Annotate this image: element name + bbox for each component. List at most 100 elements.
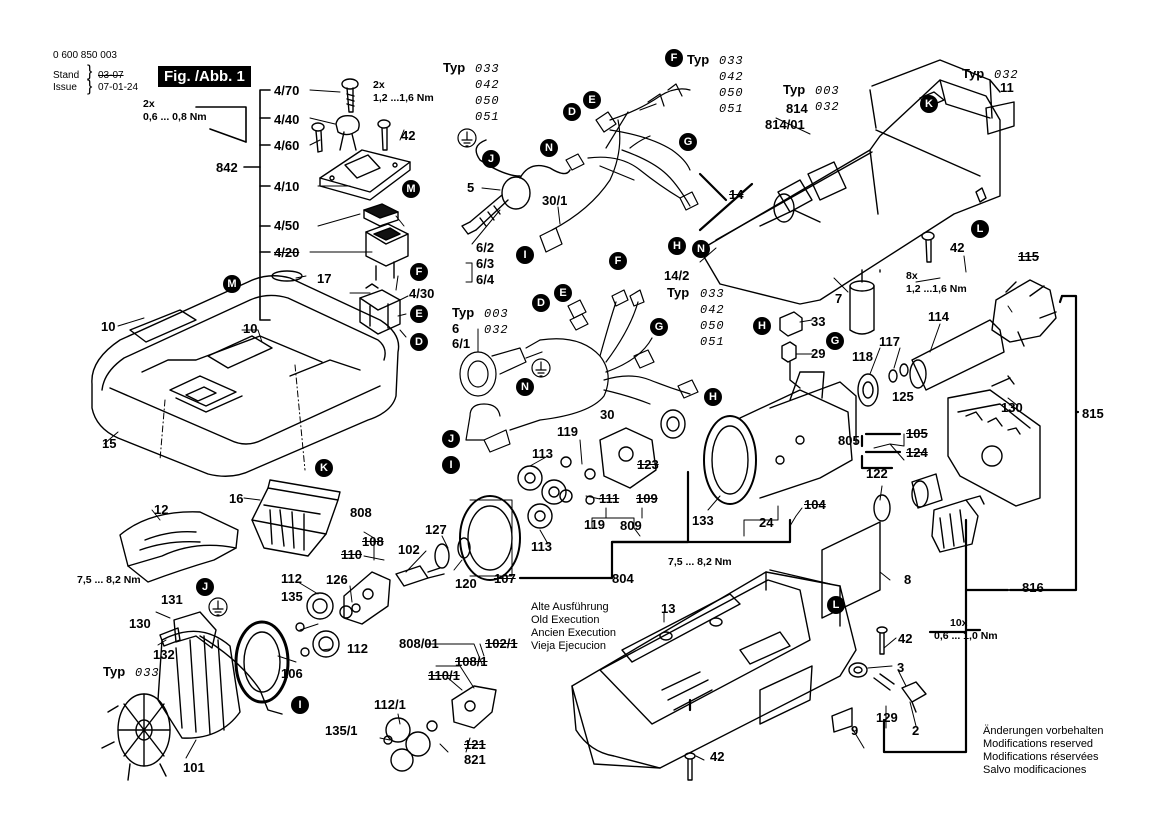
- ring-gear-107-drawing: [459, 495, 521, 581]
- marker-K-top: K: [920, 95, 938, 113]
- typ-f-1: 042: [700, 303, 725, 317]
- bracket-842: [195, 89, 271, 321]
- brace-glyph: }: [87, 63, 93, 80]
- part-13: 13: [661, 601, 676, 616]
- marker-N-right: N: [692, 240, 710, 258]
- part-119-bottom: 119: [584, 517, 605, 532]
- part-124: 124: [906, 445, 928, 460]
- lower-housing-13-drawing: [571, 569, 857, 769]
- part-102: 102: [398, 542, 420, 557]
- part-11: 11: [1000, 80, 1014, 95]
- torque-4-value: 7,5 ... 8,2 Nm: [668, 556, 732, 568]
- fan-rotor-drawing: [909, 279, 1057, 391]
- torque-3-value: 7,5 ... 8,2 Nm: [77, 574, 141, 586]
- part-108: 108: [362, 534, 384, 549]
- marker-N-mid: N: [516, 378, 534, 396]
- heavy-brackets: [518, 172, 1080, 754]
- cover-12-drawing: [119, 511, 239, 583]
- marker-I-lower: I: [291, 696, 309, 714]
- typ-label-a: Typ: [443, 60, 466, 75]
- part-4-10: 4/10: [274, 179, 300, 194]
- marker-I-mid: I: [442, 456, 460, 474]
- part-110: 110: [341, 547, 362, 562]
- gear-housing-126-drawing: [339, 571, 391, 625]
- torque-2-value: 1,2 ...1,6 Nm: [373, 92, 434, 104]
- part-14: 14: [729, 187, 744, 202]
- part-4-30: 4/30: [409, 286, 435, 301]
- marker-J-mid: J: [442, 430, 460, 448]
- part-117: 117: [879, 334, 900, 349]
- screw-42-lower-drawing: [876, 626, 888, 655]
- motor-101-drawing: [101, 630, 241, 781]
- part-135: 135: [281, 589, 303, 604]
- modifications-en: Modifications reserved: [983, 738, 1094, 750]
- marker-E-mid: E: [554, 284, 572, 302]
- part-4-40: 4/40: [274, 112, 300, 127]
- part-126: 126: [326, 572, 348, 587]
- marker-I-top: I: [516, 246, 534, 264]
- marker-D-top: D: [563, 103, 581, 121]
- part-7: 7: [835, 291, 843, 306]
- part-109: 109: [636, 491, 658, 506]
- part-814: 814: [786, 101, 808, 116]
- part-4-60: 4/60: [274, 138, 300, 153]
- earth-symbol-2: [531, 358, 551, 378]
- marker-F-mid: F: [609, 252, 627, 270]
- washer-127-drawing: [434, 537, 471, 569]
- part-135-1: 135/1: [325, 723, 358, 738]
- marker-G-right: G: [826, 332, 844, 350]
- part-115: 115: [1018, 249, 1039, 264]
- part-118: 118: [852, 349, 873, 364]
- bearing-122-drawing: [873, 473, 943, 522]
- torque-6-value: 0,6 ... 1,0 Nm: [934, 630, 998, 642]
- brace-glyph-2: }: [87, 78, 93, 95]
- part-5: 5: [467, 180, 475, 195]
- typ-c-0: 003: [815, 84, 840, 98]
- old-execution-fr: Ancien Execution: [531, 627, 616, 639]
- part-815: 815: [1082, 406, 1104, 421]
- part-120: 120: [455, 576, 477, 591]
- label-9-drawing: [831, 707, 853, 733]
- part-29: 29: [811, 346, 826, 361]
- typ-a-3: 051: [475, 110, 500, 124]
- leader-lines-2: [395, 129, 731, 338]
- old-gear-set-drawing: [383, 685, 497, 772]
- switch-plate-drawing: [319, 149, 411, 201]
- gears-113-drawing: [517, 456, 596, 529]
- issue-label: Issue: [53, 82, 77, 93]
- part-42-lower: 42: [898, 631, 913, 646]
- part-125: 125: [892, 389, 914, 404]
- marker-E-top: E: [583, 91, 601, 109]
- torque-5-count: 8x: [906, 270, 918, 282]
- old-execution-en: Old Execution: [531, 614, 600, 626]
- bearing-ring-drawing: [857, 363, 909, 407]
- screw-129-drawing: [873, 673, 895, 691]
- typ-a-1: 042: [475, 78, 500, 92]
- part-119-top: 119: [557, 424, 578, 439]
- typ-f-3: 051: [700, 335, 725, 349]
- label-8-drawing: [821, 521, 881, 619]
- part-14-2: 14/2: [664, 268, 690, 283]
- part-6-2: 6/2: [476, 240, 495, 255]
- part-111: 111: [599, 491, 620, 506]
- part-number: 0 600 850 003: [53, 50, 117, 61]
- part-821: 821: [464, 752, 486, 767]
- part-127: 127: [425, 522, 447, 537]
- part-6: 6: [452, 321, 460, 336]
- harness-upper-drawing: [539, 83, 699, 253]
- typ-b-3: 051: [719, 102, 744, 116]
- part-114: 114: [928, 309, 949, 324]
- part-101: 101: [183, 760, 205, 775]
- part-132: 132: [153, 647, 175, 662]
- part-130-right: 130: [1001, 400, 1023, 415]
- part-33: 33: [811, 314, 826, 329]
- part-113-top: 113: [532, 446, 553, 461]
- typ-a-0: 033: [475, 62, 500, 76]
- part-112-top: 112: [281, 571, 302, 586]
- typ-d-1: 032: [484, 323, 509, 337]
- earth-symbol-3: [208, 597, 228, 617]
- marker-G-mid: G: [650, 318, 668, 336]
- typ-label-g: Typ: [103, 664, 126, 679]
- figure-label: Fig. /Abb. 1: [158, 66, 251, 87]
